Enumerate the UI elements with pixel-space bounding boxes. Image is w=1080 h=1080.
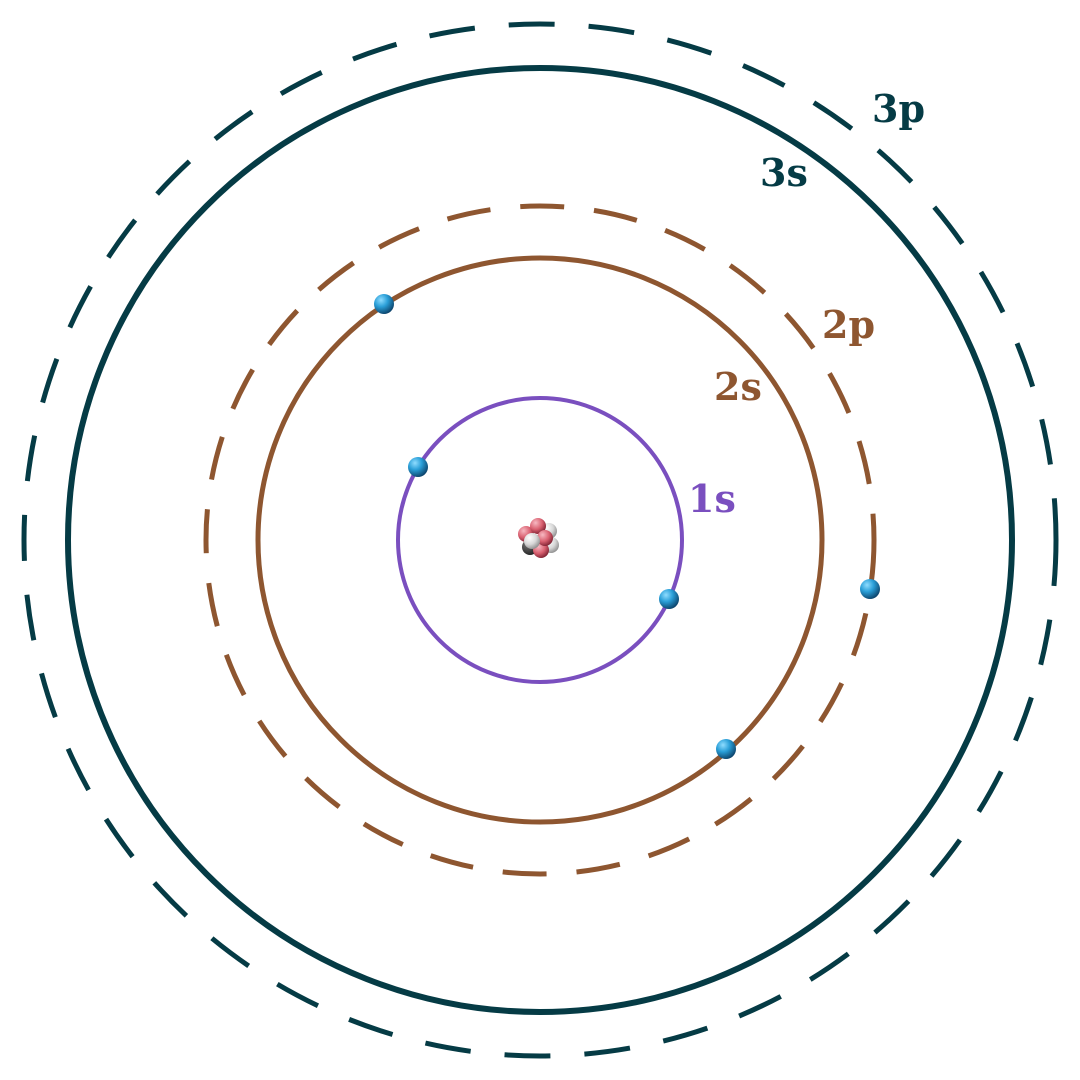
shell-3s-ring [65, 65, 1015, 1015]
shell-2p-label: 2p [822, 302, 875, 347]
shell-2p-ring [203, 203, 877, 877]
nucleus [518, 518, 559, 558]
nucleus-particle [524, 533, 540, 549]
shell-2s-label: 2s [714, 364, 762, 409]
electron [716, 739, 736, 759]
shell-1s-ring [396, 396, 684, 684]
electron [374, 294, 394, 314]
shell-3p-ring [21, 21, 1059, 1059]
electron [860, 579, 880, 599]
electron [408, 457, 428, 477]
shell-3s-label: 3s [760, 150, 808, 195]
shell-2s-ring [255, 255, 825, 825]
nucleus-particle [537, 530, 553, 546]
nucleus-particle [530, 518, 546, 534]
shell-1s-label: 1s [688, 476, 736, 521]
electrons [374, 294, 880, 759]
electron [659, 589, 679, 609]
shell-3p-label: 3p [872, 86, 925, 131]
